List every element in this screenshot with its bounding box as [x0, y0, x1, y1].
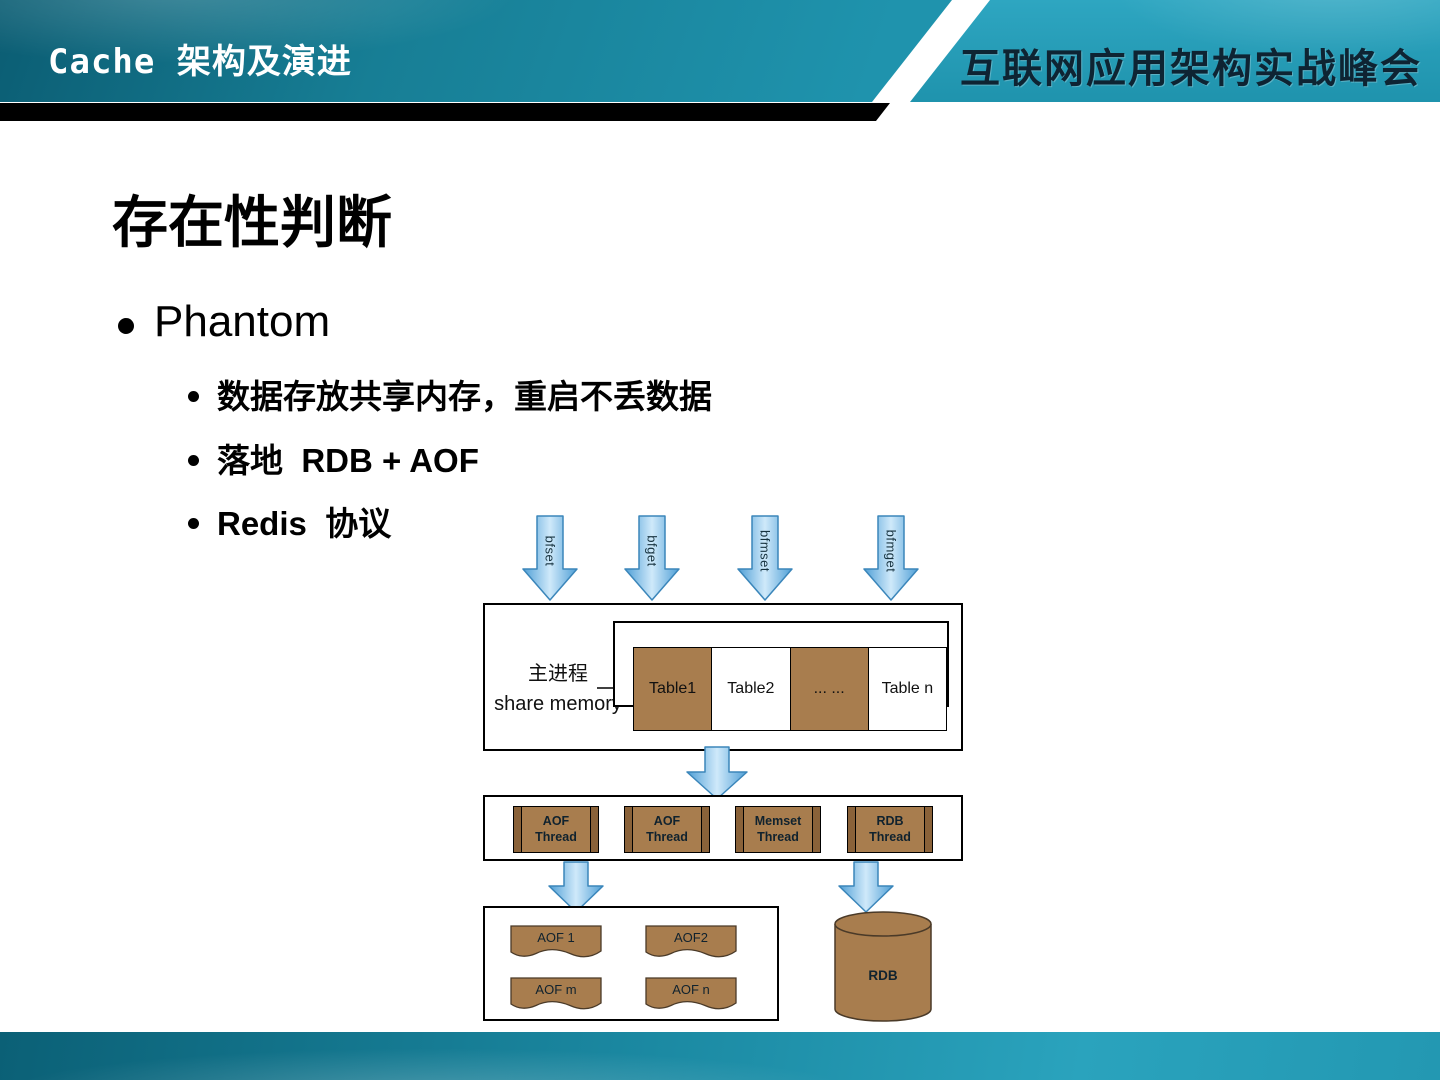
down-arrow-icon	[548, 861, 604, 913]
thread-label: Thread	[646, 829, 688, 844]
down-arrow-icon	[838, 861, 894, 913]
thread-label: AOF	[542, 813, 570, 828]
aof-files-box: AOF 1 AOF2 AOF m AOF n	[483, 906, 779, 1021]
header-left-background	[0, 0, 952, 102]
thread-block-aof-1: AOF Thread	[513, 806, 599, 853]
api-arrow-label: bfmget	[883, 529, 899, 573]
slide-title: 存在性判断	[112, 191, 392, 254]
rdb-cylinder: RDB	[834, 910, 932, 1023]
table-cell-ellipsis: ... ...	[789, 647, 869, 731]
header-left-title: Cache 架构及演进	[48, 42, 352, 82]
document-shape	[510, 925, 602, 958]
sub-bullet-rdb-aof: 落地 RDB + AOF	[188, 434, 479, 482]
sub-bullet-share-memory: 数据存放共享内存，重启不丢数据	[188, 370, 712, 418]
api-arrow-bfget: bfget	[624, 515, 680, 601]
header-divider-bar	[0, 103, 890, 121]
api-arrow-label: bfmset	[757, 529, 773, 573]
down-arrow-icon	[522, 515, 578, 601]
table-cell-table-n: Table n	[867, 647, 947, 731]
thread-block-memset: Memset Thread	[735, 806, 821, 853]
thread-block-aof-2: AOF Thread	[624, 806, 710, 853]
sub-bullet-label: Redis 协议	[217, 505, 392, 542]
sub-bullet-label: 落地 RDB + AOF	[217, 442, 479, 479]
header: Cache 架构及演进 互联网应用架构实战峰会	[0, 0, 1440, 122]
document-shape	[645, 925, 737, 958]
rdb-label: RDB	[868, 968, 898, 983]
down-arrow-icon	[737, 515, 793, 601]
share-memory-box: 主进程 share memory Table1 Table2 ... ... T…	[483, 603, 963, 751]
header-right-title: 互联网应用架构实战峰会	[960, 47, 1422, 91]
bullet-dot	[188, 517, 199, 529]
down-arrow-icon	[686, 746, 748, 800]
table-cell-table2: Table2	[711, 647, 791, 731]
aof-file-1: AOF 1	[510, 924, 602, 964]
main-process-text: 主进程	[528, 663, 588, 685]
api-arrow-bfmget: bfmget	[863, 515, 919, 601]
footer-band	[0, 1032, 1440, 1080]
document-shape	[645, 977, 737, 1010]
thread-label: Thread	[869, 829, 911, 844]
sub-bullet-redis-protocol: Redis 协议	[188, 497, 391, 545]
down-arrow-icon	[624, 515, 680, 601]
header-right-background	[910, 0, 1440, 102]
thread-label: Thread	[535, 829, 577, 844]
bullet-phantom: Phantom	[118, 297, 330, 347]
api-arrow-bfset: bfset	[522, 515, 578, 601]
document-shape	[510, 977, 602, 1010]
aof-file-m: AOF m	[510, 976, 602, 1016]
table-row: Table1 Table2 ... ... Table n	[633, 647, 947, 731]
cylinder-shape	[834, 911, 932, 1022]
down-arrow-icon	[863, 515, 919, 601]
bullet-dot	[188, 390, 199, 402]
aof-file-n: AOF n	[645, 976, 737, 1016]
sub-bullet-label: 数据存放共享内存，重启不丢数据	[217, 378, 712, 415]
aof-file-label: AOF n	[672, 982, 710, 997]
main-process-label: 主进程 share memory	[485, 657, 631, 716]
api-arrow-label: bfset	[542, 535, 558, 567]
thread-label: Memset	[754, 813, 802, 828]
table-cell-table1: Table1	[633, 647, 713, 731]
api-arrow-bfmset: bfmset	[737, 515, 793, 601]
threads-box: AOF Thread AOF Thread Memset Thread RDB …	[483, 795, 963, 861]
share-memory-text: share memory	[494, 693, 622, 715]
thread-label: Thread	[757, 829, 799, 844]
aof-file-2: AOF2	[645, 924, 737, 964]
api-arrow-label: bfget	[644, 535, 660, 567]
thread-block-rdb: RDB Thread	[847, 806, 933, 853]
bullet-phantom-label: Phantom	[154, 297, 331, 346]
aof-file-label: AOF m	[535, 982, 577, 997]
bullet-dot	[118, 318, 134, 334]
aof-file-label: AOF2	[674, 930, 708, 945]
bullet-dot	[188, 454, 199, 466]
aof-file-label: AOF 1	[537, 930, 575, 945]
thread-label: AOF	[653, 813, 681, 828]
thread-label: RDB	[876, 813, 904, 828]
